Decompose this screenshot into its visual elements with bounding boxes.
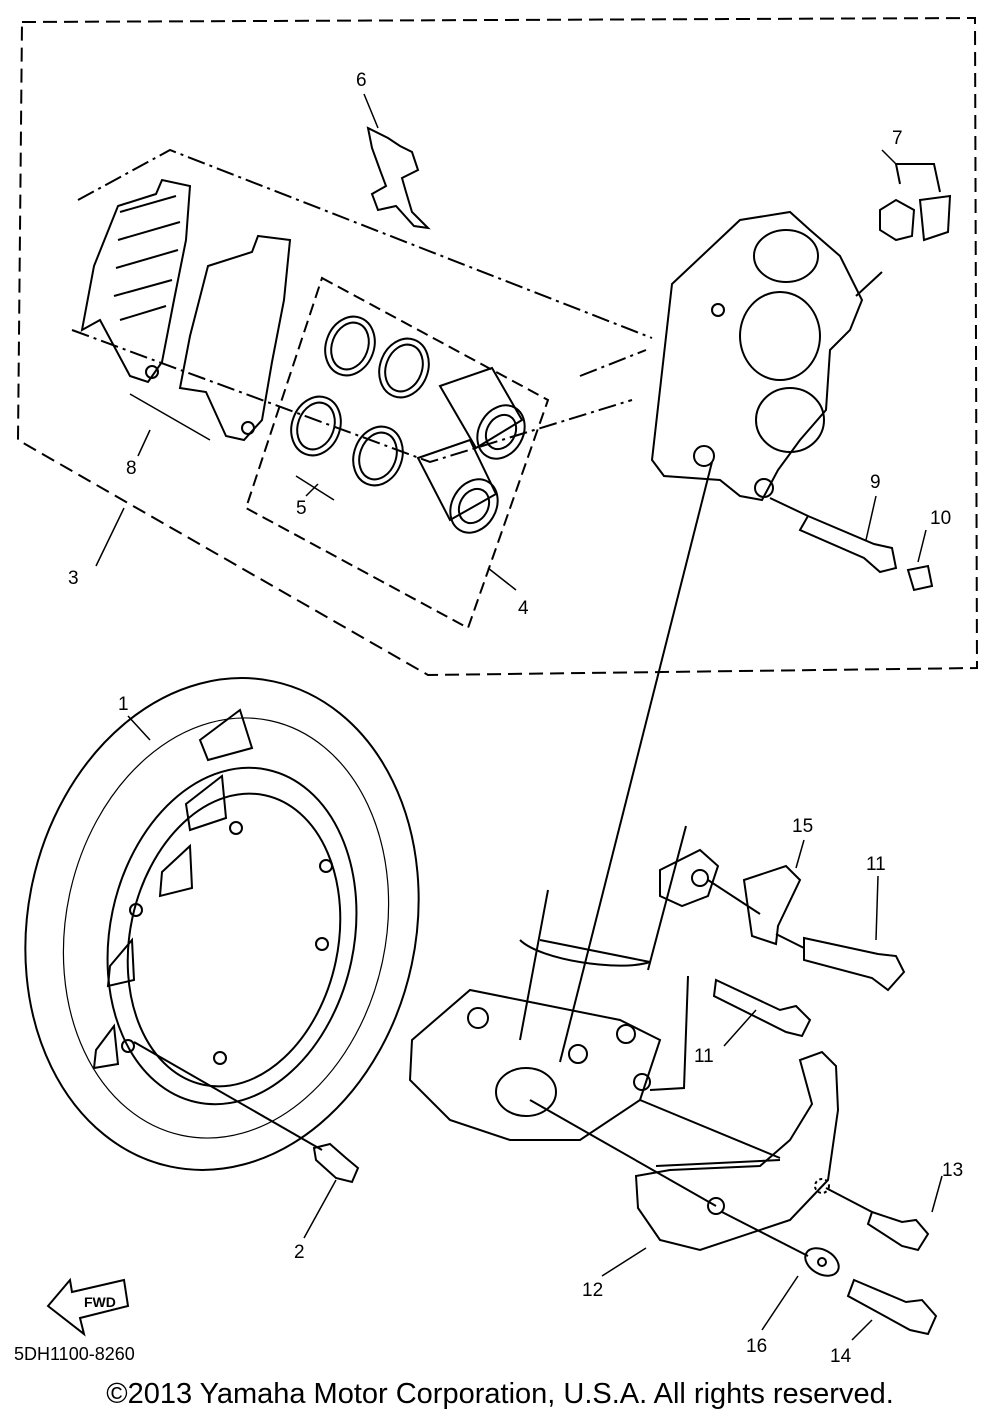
- disc-cover-part: [634, 1050, 840, 1252]
- fwd-label: FWD: [84, 1294, 116, 1310]
- brake-pad-outer: [80, 178, 192, 384]
- bleed-screw-part: [879, 194, 952, 242]
- callout-8: 8: [126, 458, 137, 479]
- callout-6: 6: [356, 70, 367, 91]
- brake-piston: [438, 366, 524, 450]
- callout-15: 15: [792, 816, 813, 837]
- callout-5: 5: [296, 498, 307, 519]
- callout-4: 4: [518, 598, 529, 619]
- caliper-body: [650, 210, 864, 502]
- caliper-bolt-part: [798, 514, 898, 574]
- diagram-code: 5DH1100-8260: [14, 1344, 135, 1364]
- pad-spring-part: [366, 126, 431, 230]
- callout-14: 14: [830, 1346, 852, 1367]
- bracket-part: [742, 864, 802, 946]
- callout-11-upper: 11: [866, 854, 886, 875]
- callout-11-lower: 11: [694, 1046, 714, 1067]
- callout-9: 9: [870, 472, 881, 493]
- washer-16-part: [804, 1247, 840, 1277]
- callout-10: 10: [930, 508, 951, 529]
- callout-2: 2: [294, 1242, 305, 1263]
- fork-bottom: [408, 988, 662, 1141]
- callout-3: 3: [68, 568, 79, 589]
- front-fork: [519, 825, 687, 1041]
- disc-bolt-part: [312, 1142, 360, 1184]
- brake-pad-inner: [178, 234, 292, 442]
- caliper-assembly-outline: [16, 16, 979, 677]
- bolt-11-lower: [712, 978, 812, 1038]
- callout-7: 7: [892, 128, 903, 149]
- bolt-13-part: [866, 1210, 930, 1252]
- pad-alignment-line: [77, 148, 653, 339]
- callout-1: 1: [118, 694, 129, 715]
- bolt-14-part: [846, 1278, 938, 1336]
- fwd-arrow-icon: FWD: [46, 1277, 130, 1337]
- callout-12: 12: [582, 1280, 603, 1301]
- pad-alignment-line-2: [71, 329, 633, 464]
- pad-alignment-line-3: [579, 349, 647, 377]
- callout-13: 13: [942, 1160, 963, 1181]
- piston-seal: [324, 315, 376, 377]
- bolt-plug-part: [906, 564, 934, 592]
- brake-disc: [24, 677, 420, 1171]
- copyright-notice: ©2013 Yamaha Motor Corporation, U.S.A. A…: [106, 1378, 894, 1410]
- callout-16: 16: [746, 1336, 767, 1357]
- bolt-11-upper: [803, 936, 906, 992]
- seal-kit-outline: [244, 276, 550, 630]
- leader-lines: [95, 93, 943, 1341]
